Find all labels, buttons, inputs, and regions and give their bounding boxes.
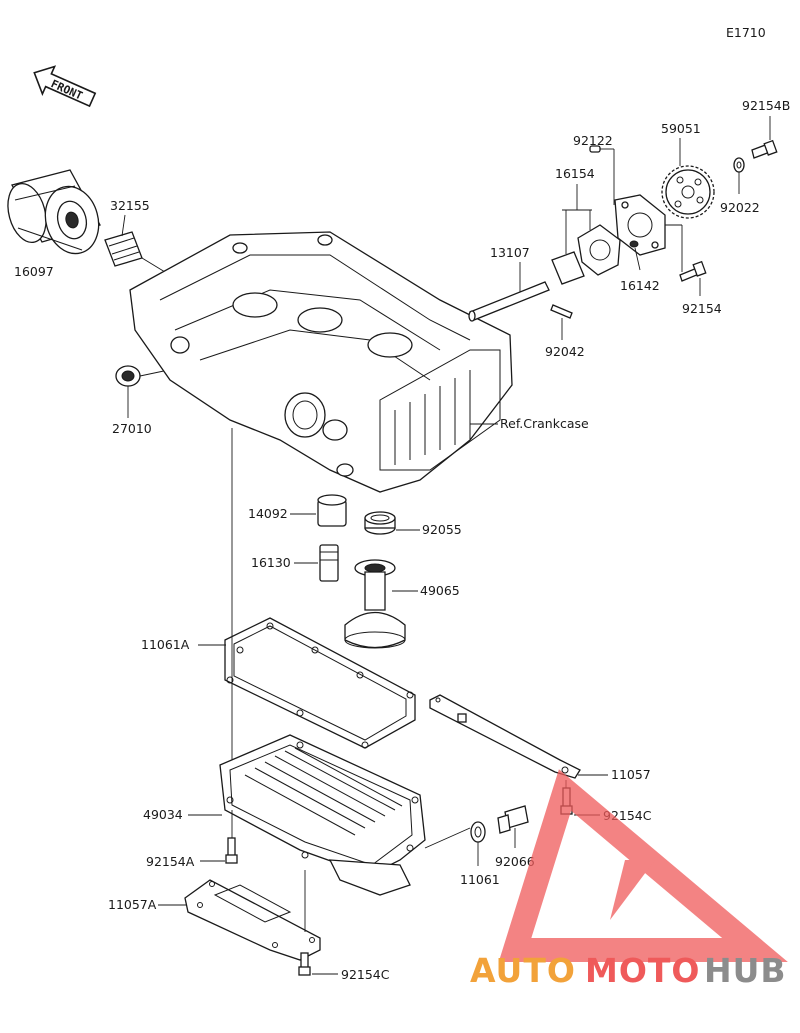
label-11061a: 11061A [141,637,190,652]
crankcase [129,231,513,493]
label-11061: 11061 [460,872,500,887]
oil-pump-shaft [468,262,550,322]
label-92066: 92066 [495,854,535,869]
bolt-92154b [751,116,778,159]
oil-pan-49034 [188,734,426,896]
watermark-logo [498,769,788,962]
oil-pump-cover [614,194,666,271]
filter-nipple [104,231,166,273]
label-92154b: 92154B [742,98,790,113]
label-27010: 27010 [112,421,152,436]
label-92022: 92022 [720,200,760,215]
oil-pump-rotors [551,209,621,285]
o-ring-92055 [364,511,420,535]
watermark-auto: AUTO [470,951,576,990]
label-49065: 49065 [420,583,460,598]
dowel-pin-92042 [550,304,573,340]
label-92154c-bottom: 92154C [341,967,390,982]
bolt-92154 [665,224,707,296]
label-11057a: 11057A [108,897,157,912]
oil-filter [7,169,101,255]
label-11057: 11057 [611,767,651,782]
watermark-triangle-icon [498,769,788,962]
label-16154: 16154 [555,166,595,181]
washer-92022 [733,157,745,194]
label-59051: 59051 [661,121,701,136]
drain-bolt-92066 [497,805,529,848]
plate-11057a [158,870,321,961]
label-92154a: 92154A [146,854,195,869]
label-49034: 49034 [143,807,183,822]
label-16142: 16142 [620,278,660,293]
bolt-92154a [200,810,238,864]
label-13107: 13107 [490,245,530,260]
label-92122: 92122 [573,133,613,148]
bolt-92154c-bottom [298,952,338,976]
label-16130: 16130 [251,555,291,570]
diagram-code: E1710 [726,25,766,40]
label-16097: 16097 [14,264,54,279]
label-32155: 32155 [110,198,150,213]
label-92154: 92154 [682,301,722,316]
oil-pan-gasket [198,617,416,749]
baffle-plate-11057 [429,694,608,779]
washer-11061 [424,821,486,866]
oil-strainer-49065 [344,559,418,649]
watermark-hub: HUB [704,951,787,990]
label-ref-crankcase: Ref.Crankcase [500,416,589,431]
collar-14092 [290,494,347,527]
relief-valve-16130 [294,544,339,582]
pin-92122 [589,145,615,205]
label-14092: 14092 [248,506,288,521]
oil-pump-sprocket [661,138,715,219]
watermark-moto: MOTO [585,951,700,990]
label-92055: 92055 [422,522,462,537]
front-arrow-icon: FRONT [33,65,97,108]
label-92042: 92042 [545,344,585,359]
